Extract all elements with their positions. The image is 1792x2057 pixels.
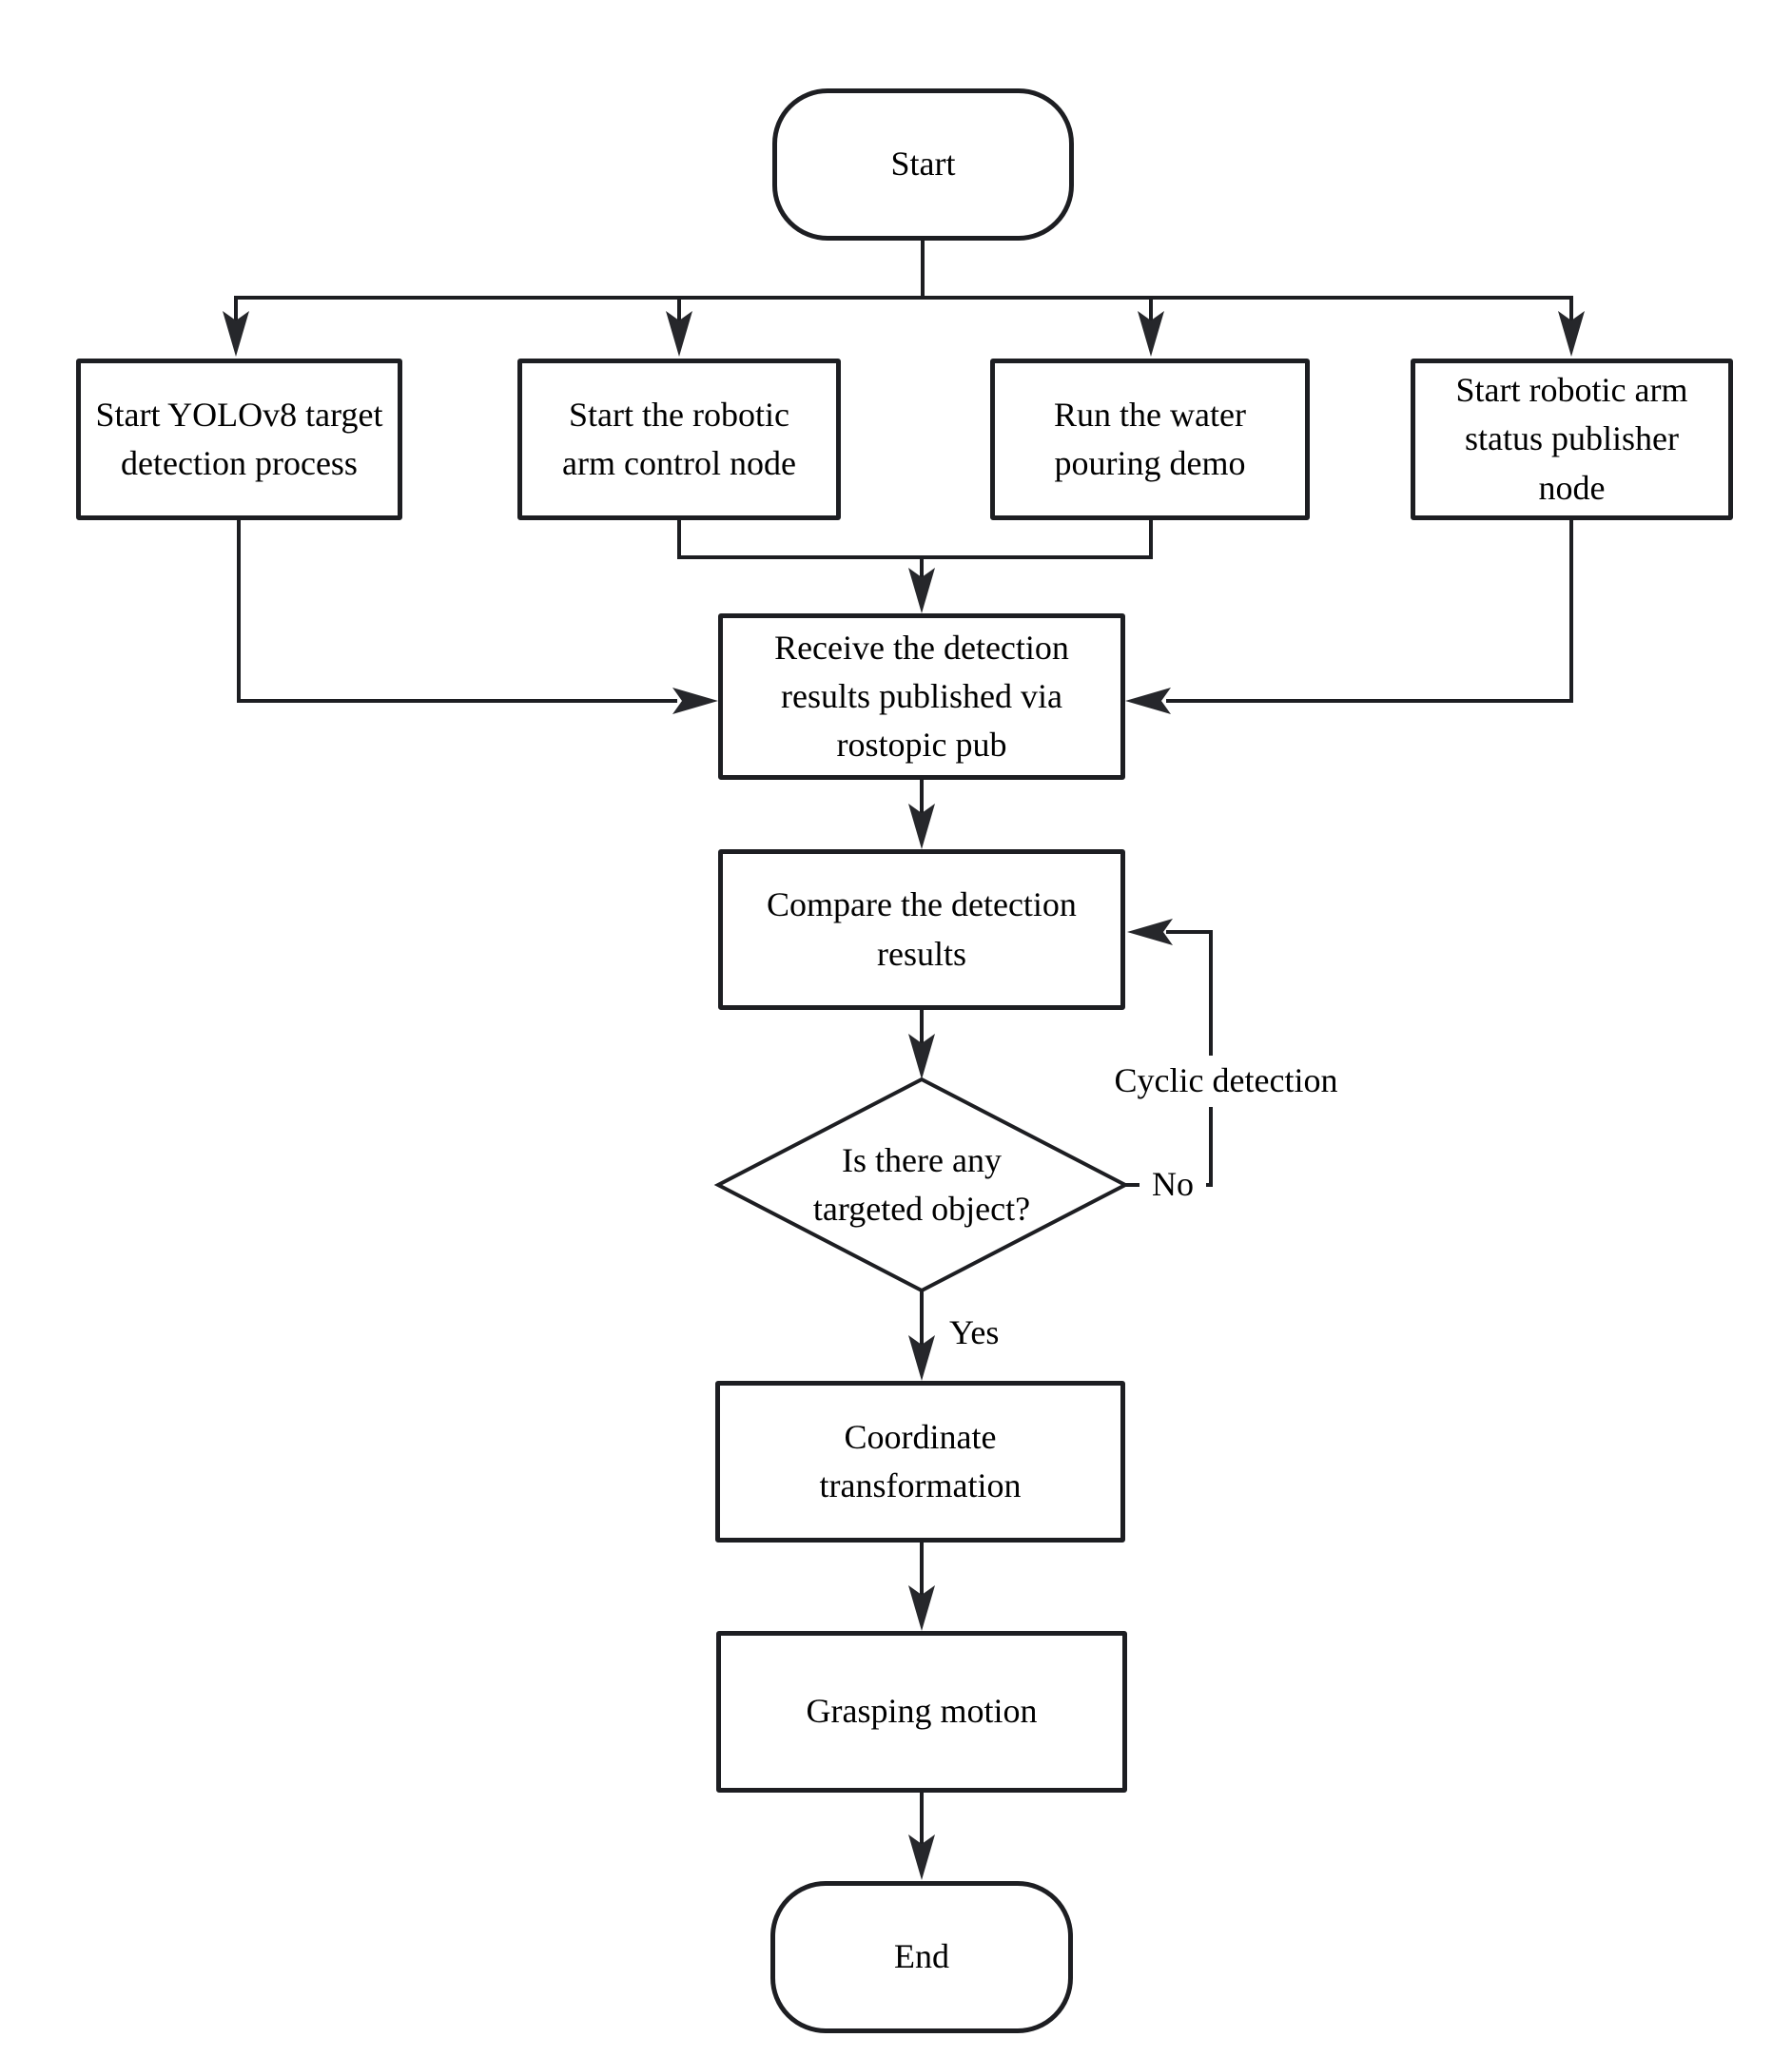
node-compare-results: Compare the detection results: [718, 849, 1125, 1010]
arrowhead-down-grasp: [908, 1585, 935, 1631]
label-cyclic-detection: Cyclic detection: [1098, 1056, 1354, 1107]
node-arm-control: Start the robotic arm control node: [517, 359, 841, 520]
edge-yolo-to-receive: [237, 520, 677, 703]
node-decision-diamond: Is there any targeted object?: [812, 1140, 1031, 1228]
arrowhead-down-yolo: [223, 311, 249, 357]
node-receive-results: Receive the detection results published …: [718, 613, 1125, 780]
arrowhead-down-coordinate: [908, 1335, 935, 1381]
arrowhead-left-no-loop: [1127, 919, 1173, 945]
arrowhead-down-compare: [908, 804, 935, 849]
node-grasping-motion: Grasping motion: [716, 1631, 1127, 1793]
label-no: No: [1139, 1162, 1206, 1208]
label-yes: Yes: [944, 1310, 1005, 1356]
node-water-demo: Run the water pouring demo: [990, 359, 1310, 520]
node-status-publisher: Start robotic arm status publisher node: [1411, 359, 1733, 520]
arrowhead-right-receive: [672, 688, 718, 714]
node-start: Start: [772, 88, 1074, 241]
arrowhead-down-water-demo: [1138, 311, 1164, 357]
edge-status-to-receive: [1166, 520, 1573, 703]
arrowhead-left-receive: [1125, 688, 1171, 714]
arrowhead-down-status-publisher: [1558, 311, 1585, 357]
node-end: End: [770, 1881, 1073, 2033]
node-yolo-process: Start YOLOv8 target detection process: [76, 359, 402, 520]
arrowhead-down-end: [908, 1834, 935, 1880]
node-coordinate-transformation: Coordinate transformation: [715, 1381, 1125, 1543]
arrowhead-down-decision: [908, 1034, 935, 1079]
arrowhead-down-arm-control: [666, 311, 692, 357]
arrowhead-down-receive: [908, 568, 935, 613]
